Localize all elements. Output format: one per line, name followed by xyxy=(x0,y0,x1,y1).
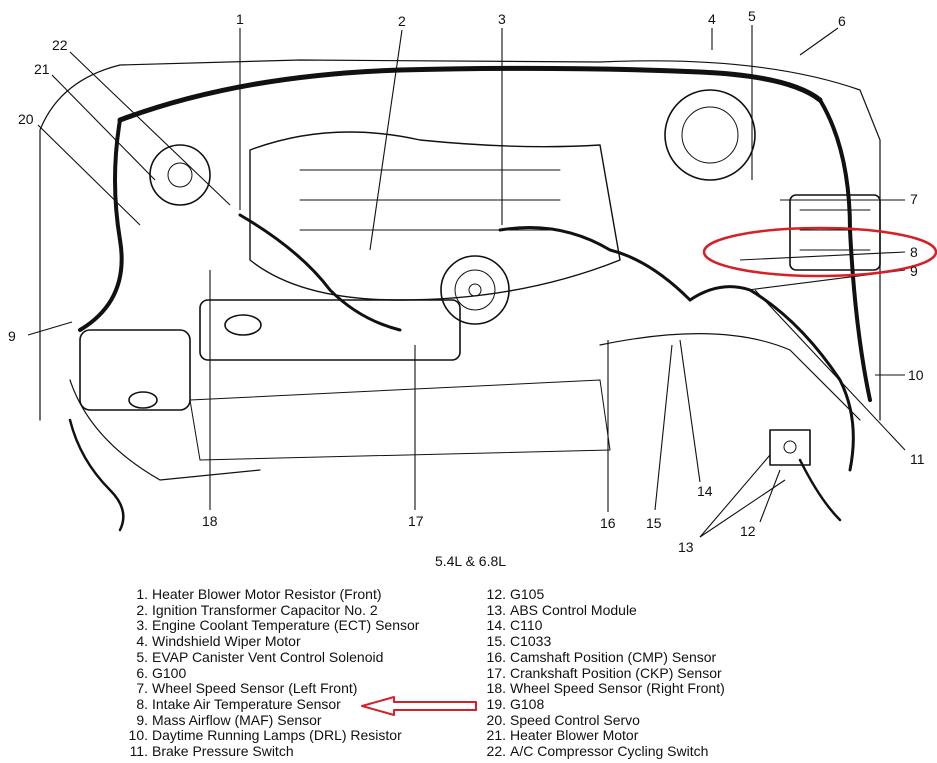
callout-17: 17 xyxy=(408,513,424,529)
engine-compartment-diagram: 1 2 3 4 5 6 7 8 9 9 10 11 12 13 14 15 16… xyxy=(8,8,937,555)
callout-18: 18 xyxy=(202,513,218,529)
legend-item-number: 22. xyxy=(486,743,506,760)
legend-item-number: 16. xyxy=(486,648,506,665)
legend-item-text: EVAP Canister Vent Control Solenoid xyxy=(152,648,384,665)
callout-1: 1 xyxy=(236,11,244,27)
highlight-oval xyxy=(702,226,937,278)
legend-item-text: Daytime Running Lamps (DRL) Resistor xyxy=(152,727,402,744)
legend-item-text: Mass Airflow (MAF) Sensor xyxy=(152,711,322,728)
legend-item: 18.Wheel Speed Sensor (Right Front) xyxy=(466,681,796,697)
legend-item-number: 2. xyxy=(136,601,148,618)
legend-item: 4.Windshield Wiper Motor xyxy=(108,633,438,650)
legend-item: 15.C1033 xyxy=(466,633,796,650)
callout-11: 11 xyxy=(910,451,925,467)
legend-item-number: 17. xyxy=(486,664,506,681)
callout-20: 20 xyxy=(18,111,34,127)
legend-item-number: 18. xyxy=(486,680,506,697)
callout-21: 21 xyxy=(34,61,50,77)
callout-14: 14 xyxy=(697,483,713,499)
callout-7: 7 xyxy=(910,191,918,207)
legend-item-text: Camshaft Position (CMP) Sensor xyxy=(510,648,717,665)
legend-item: 6.G100 xyxy=(108,664,438,682)
legend-item-number: 20. xyxy=(486,711,506,728)
legend-item: 20.Speed Control Servo xyxy=(466,711,796,729)
callout-3: 3 xyxy=(498,11,506,27)
engine-variant-caption: 5.4L & 6.8L xyxy=(434,553,507,569)
legend-item-number: 15. xyxy=(486,633,506,650)
callout-labels: 1 2 3 4 5 6 7 8 9 9 10 11 12 13 14 15 16… xyxy=(8,8,925,555)
legend-item-number: 11. xyxy=(129,743,148,760)
legend-item: 19.G108 xyxy=(466,695,796,713)
legend-item-text: Ignition Transformer Capacitor No. 2 xyxy=(152,601,378,618)
legend-item: 5.EVAP Canister Vent Control Solenoid xyxy=(108,648,438,666)
callout-10: 10 xyxy=(908,367,924,383)
callout-12: 12 xyxy=(740,523,756,539)
legend-item-number: 10. xyxy=(128,727,148,744)
legend-item-text: C1033 xyxy=(510,633,552,650)
callout-2: 2 xyxy=(398,13,406,29)
legend-item-text: A/C Compressor Cycling Switch xyxy=(510,743,709,760)
callout-6: 6 xyxy=(838,13,846,29)
legend-item: 13.ABS Control Module xyxy=(466,601,796,619)
engine-bay-illustration xyxy=(39,59,881,532)
legend-item-number: 9. xyxy=(136,711,148,728)
legend-item: 14.C110 xyxy=(466,618,796,634)
legend-item-number: 4. xyxy=(136,633,148,650)
legend-item-number: 14. xyxy=(486,617,506,634)
legend-item-text: C110 xyxy=(510,617,543,634)
legend-item-number: 7. xyxy=(136,680,148,697)
legend-item-text: G108 xyxy=(510,695,545,712)
legend-item: 11.Brake Pressure Switch xyxy=(108,743,438,760)
callout-9-left: 9 xyxy=(8,328,16,344)
legend-item: 12.G105 xyxy=(466,586,796,603)
legend-item-number: 13. xyxy=(486,601,506,618)
callout-13: 13 xyxy=(678,539,694,555)
legend-item: 16.Camshaft Position (CMP) Sensor xyxy=(466,648,796,666)
legend-item-text: Brake Pressure Switch xyxy=(152,743,294,760)
legend-item-text: Speed Control Servo xyxy=(510,711,640,728)
callout-16: 16 xyxy=(600,515,616,531)
legend-item: 7.Wheel Speed Sensor (Left Front) xyxy=(108,681,438,697)
legend-left-column: 1.Heater Blower Motor Resistor (Front) 2… xyxy=(108,586,438,760)
legend-item-number: 12. xyxy=(486,586,506,602)
legend-item-number: 8. xyxy=(136,695,148,712)
legend-item-text: Heater Blower Motor xyxy=(510,727,639,744)
legend-item-number: 6. xyxy=(136,664,148,681)
legend-item-text: Intake Air Temperature Sensor xyxy=(152,695,341,712)
legend-item-text: Engine Coolant Temperature (ECT) Sensor xyxy=(152,617,420,634)
legend-item-text: Wheel Speed Sensor (Right Front) xyxy=(510,680,725,697)
legend-item: 10.Daytime Running Lamps (DRL) Resistor xyxy=(108,728,438,744)
legend-item-text: Heater Blower Motor Resistor (Front) xyxy=(152,586,382,602)
callout-4: 4 xyxy=(708,11,716,27)
callout-5: 5 xyxy=(748,8,756,24)
legend-item-number: 21. xyxy=(486,727,506,744)
legend-item-text: ABS Control Module xyxy=(510,601,637,618)
legend-right-column: 12.G105 13.ABS Control Module 14.C110 15… xyxy=(466,586,796,760)
legend-item: 21.Heater Blower Motor xyxy=(466,728,796,744)
legend-item-number: 5. xyxy=(136,648,148,665)
callout-15: 15 xyxy=(646,515,662,531)
legend-item-number: 19. xyxy=(486,695,506,712)
callout-22: 22 xyxy=(52,37,68,53)
legend-item: 2.Ignition Transformer Capacitor No. 2 xyxy=(108,601,438,619)
legend-item-number: 1. xyxy=(136,586,148,602)
leader-lines xyxy=(27,25,906,538)
legend-item-text: Wheel Speed Sensor (Left Front) xyxy=(152,680,358,697)
highlight-arrow-icon xyxy=(361,696,477,716)
legend-item: 22.A/C Compressor Cycling Switch xyxy=(466,743,796,760)
legend-item-text: G100 xyxy=(152,664,187,681)
legend-item-text: G105 xyxy=(510,586,545,602)
legend-item: 1.Heater Blower Motor Resistor (Front) xyxy=(108,586,438,603)
legend-item: 17.Crankshaft Position (CKP) Sensor xyxy=(466,664,796,682)
legend-item-text: Crankshaft Position (CKP) Sensor xyxy=(510,664,722,681)
callout-8: 8 xyxy=(910,244,918,260)
legend-item-number: 3. xyxy=(136,617,148,634)
legend-item-text: Windshield Wiper Motor xyxy=(152,633,301,650)
legend-item-highlighted: 8.Intake Air Temperature Sensor xyxy=(108,695,438,713)
legend-item: 9.Mass Airflow (MAF) Sensor xyxy=(108,711,438,729)
callout-9-right: 9 xyxy=(910,263,918,279)
legend-item: 3.Engine Coolant Temperature (ECT) Senso… xyxy=(108,618,438,634)
